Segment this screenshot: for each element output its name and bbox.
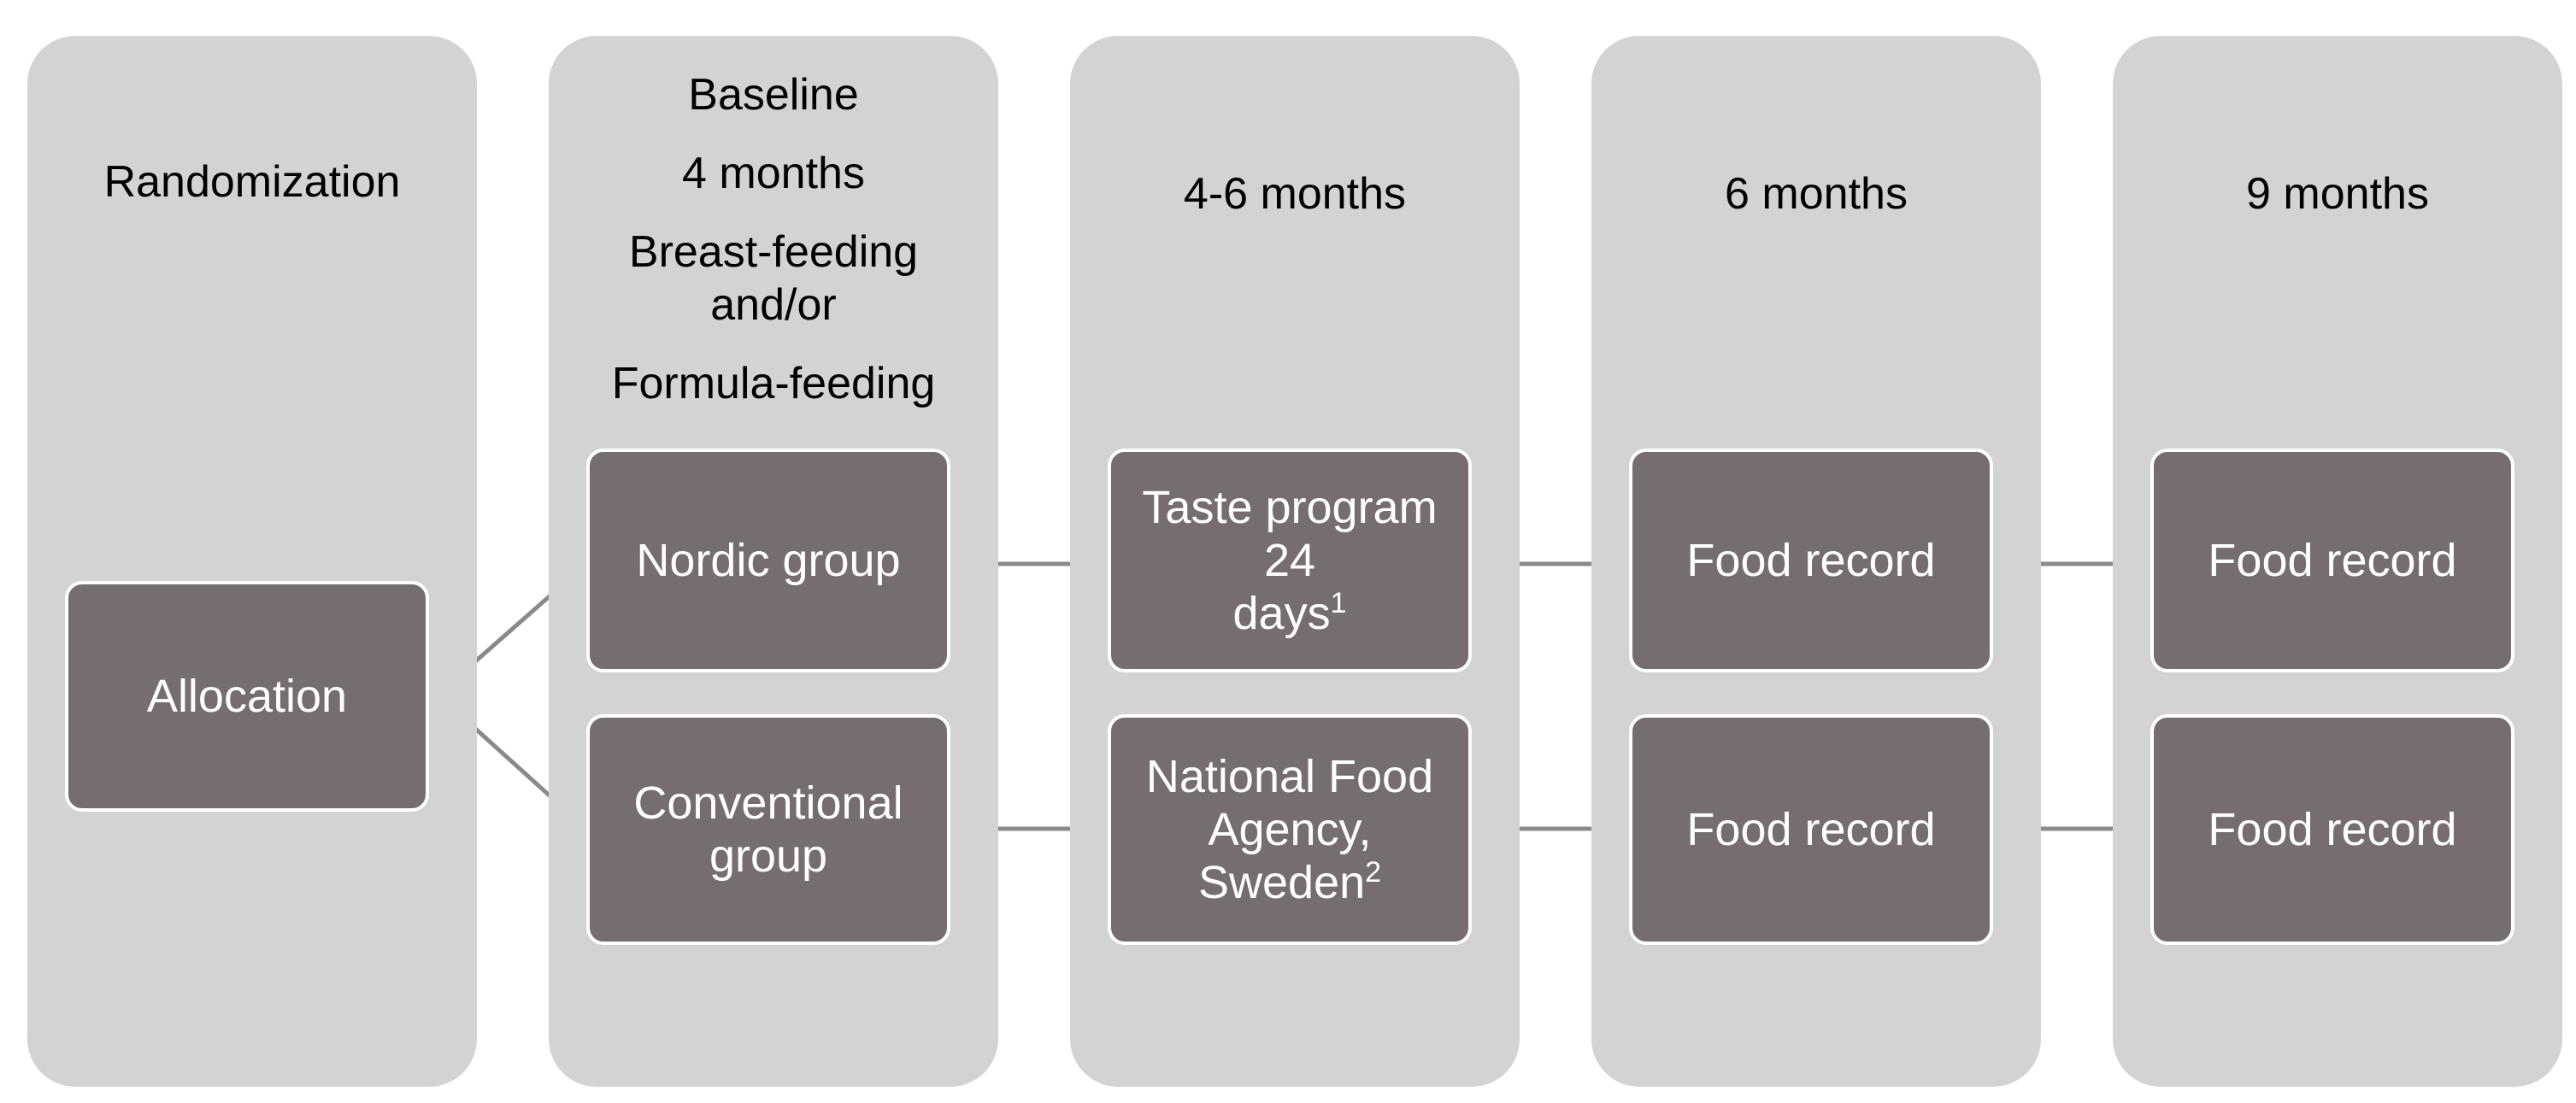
- box-label-with-footnote: Agency, Sweden2: [1111, 803, 1468, 909]
- header-line: Randomization: [103, 157, 401, 207]
- food-record-6m-nordic-box: Food record: [1629, 449, 1993, 672]
- header-line: Baseline: [688, 70, 859, 120]
- nordic-group-box: Nordic group: [586, 449, 950, 672]
- box-label-with-footnote: days1: [1233, 587, 1347, 640]
- taste-program-box: Taste program 24 days1: [1108, 449, 1472, 672]
- header-line: Breast-feeding: [628, 227, 919, 277]
- header-line: 9 months: [2246, 169, 2429, 219]
- column-header: Baseline 4 months Breast-feeding and/or …: [549, 68, 998, 410]
- allocation-box: Allocation: [65, 581, 429, 812]
- national-food-agency-box: National Food Agency, Sweden2: [1108, 714, 1472, 945]
- box-label: Food record: [2208, 804, 2457, 855]
- column-header: Randomization: [27, 155, 477, 208]
- header-line: 6 months: [1725, 169, 1908, 219]
- box-label: days: [1232, 588, 1331, 639]
- box-label: Conventional: [633, 777, 903, 829]
- column-header: 4-6 months: [1070, 167, 1520, 220]
- box-label: Food record: [1686, 804, 1936, 855]
- column-header: 9 months: [2113, 167, 2562, 220]
- column-randomization: Randomization: [27, 36, 477, 1087]
- box-label: Taste program 24: [1142, 482, 1438, 586]
- column-header: 6 months: [1591, 167, 2041, 220]
- box-label: Nordic group: [636, 535, 901, 586]
- conventional-group-box: Conventional group: [586, 714, 950, 945]
- food-record-9m-conventional-box: Food record: [2150, 714, 2514, 945]
- box-label: Allocation: [146, 671, 348, 722]
- box-label: Food record: [1686, 535, 1936, 586]
- food-record-6m-conventional-box: Food record: [1629, 714, 1993, 945]
- header-line: 4 months: [682, 149, 865, 198]
- footnote-marker: 2: [1365, 856, 1382, 889]
- footnote-marker: 1: [1330, 587, 1347, 619]
- header-line: Formula-feeding: [611, 359, 936, 408]
- header-line: 4-6 months: [1183, 169, 1407, 219]
- box-label: Food record: [2208, 535, 2457, 586]
- food-record-9m-nordic-box: Food record: [2150, 449, 2514, 672]
- header-line: and/or: [710, 280, 837, 330]
- box-label: National Food: [1145, 751, 1434, 802]
- box-label: group: [709, 830, 828, 882]
- box-label: Agency, Sweden: [1197, 804, 1372, 908]
